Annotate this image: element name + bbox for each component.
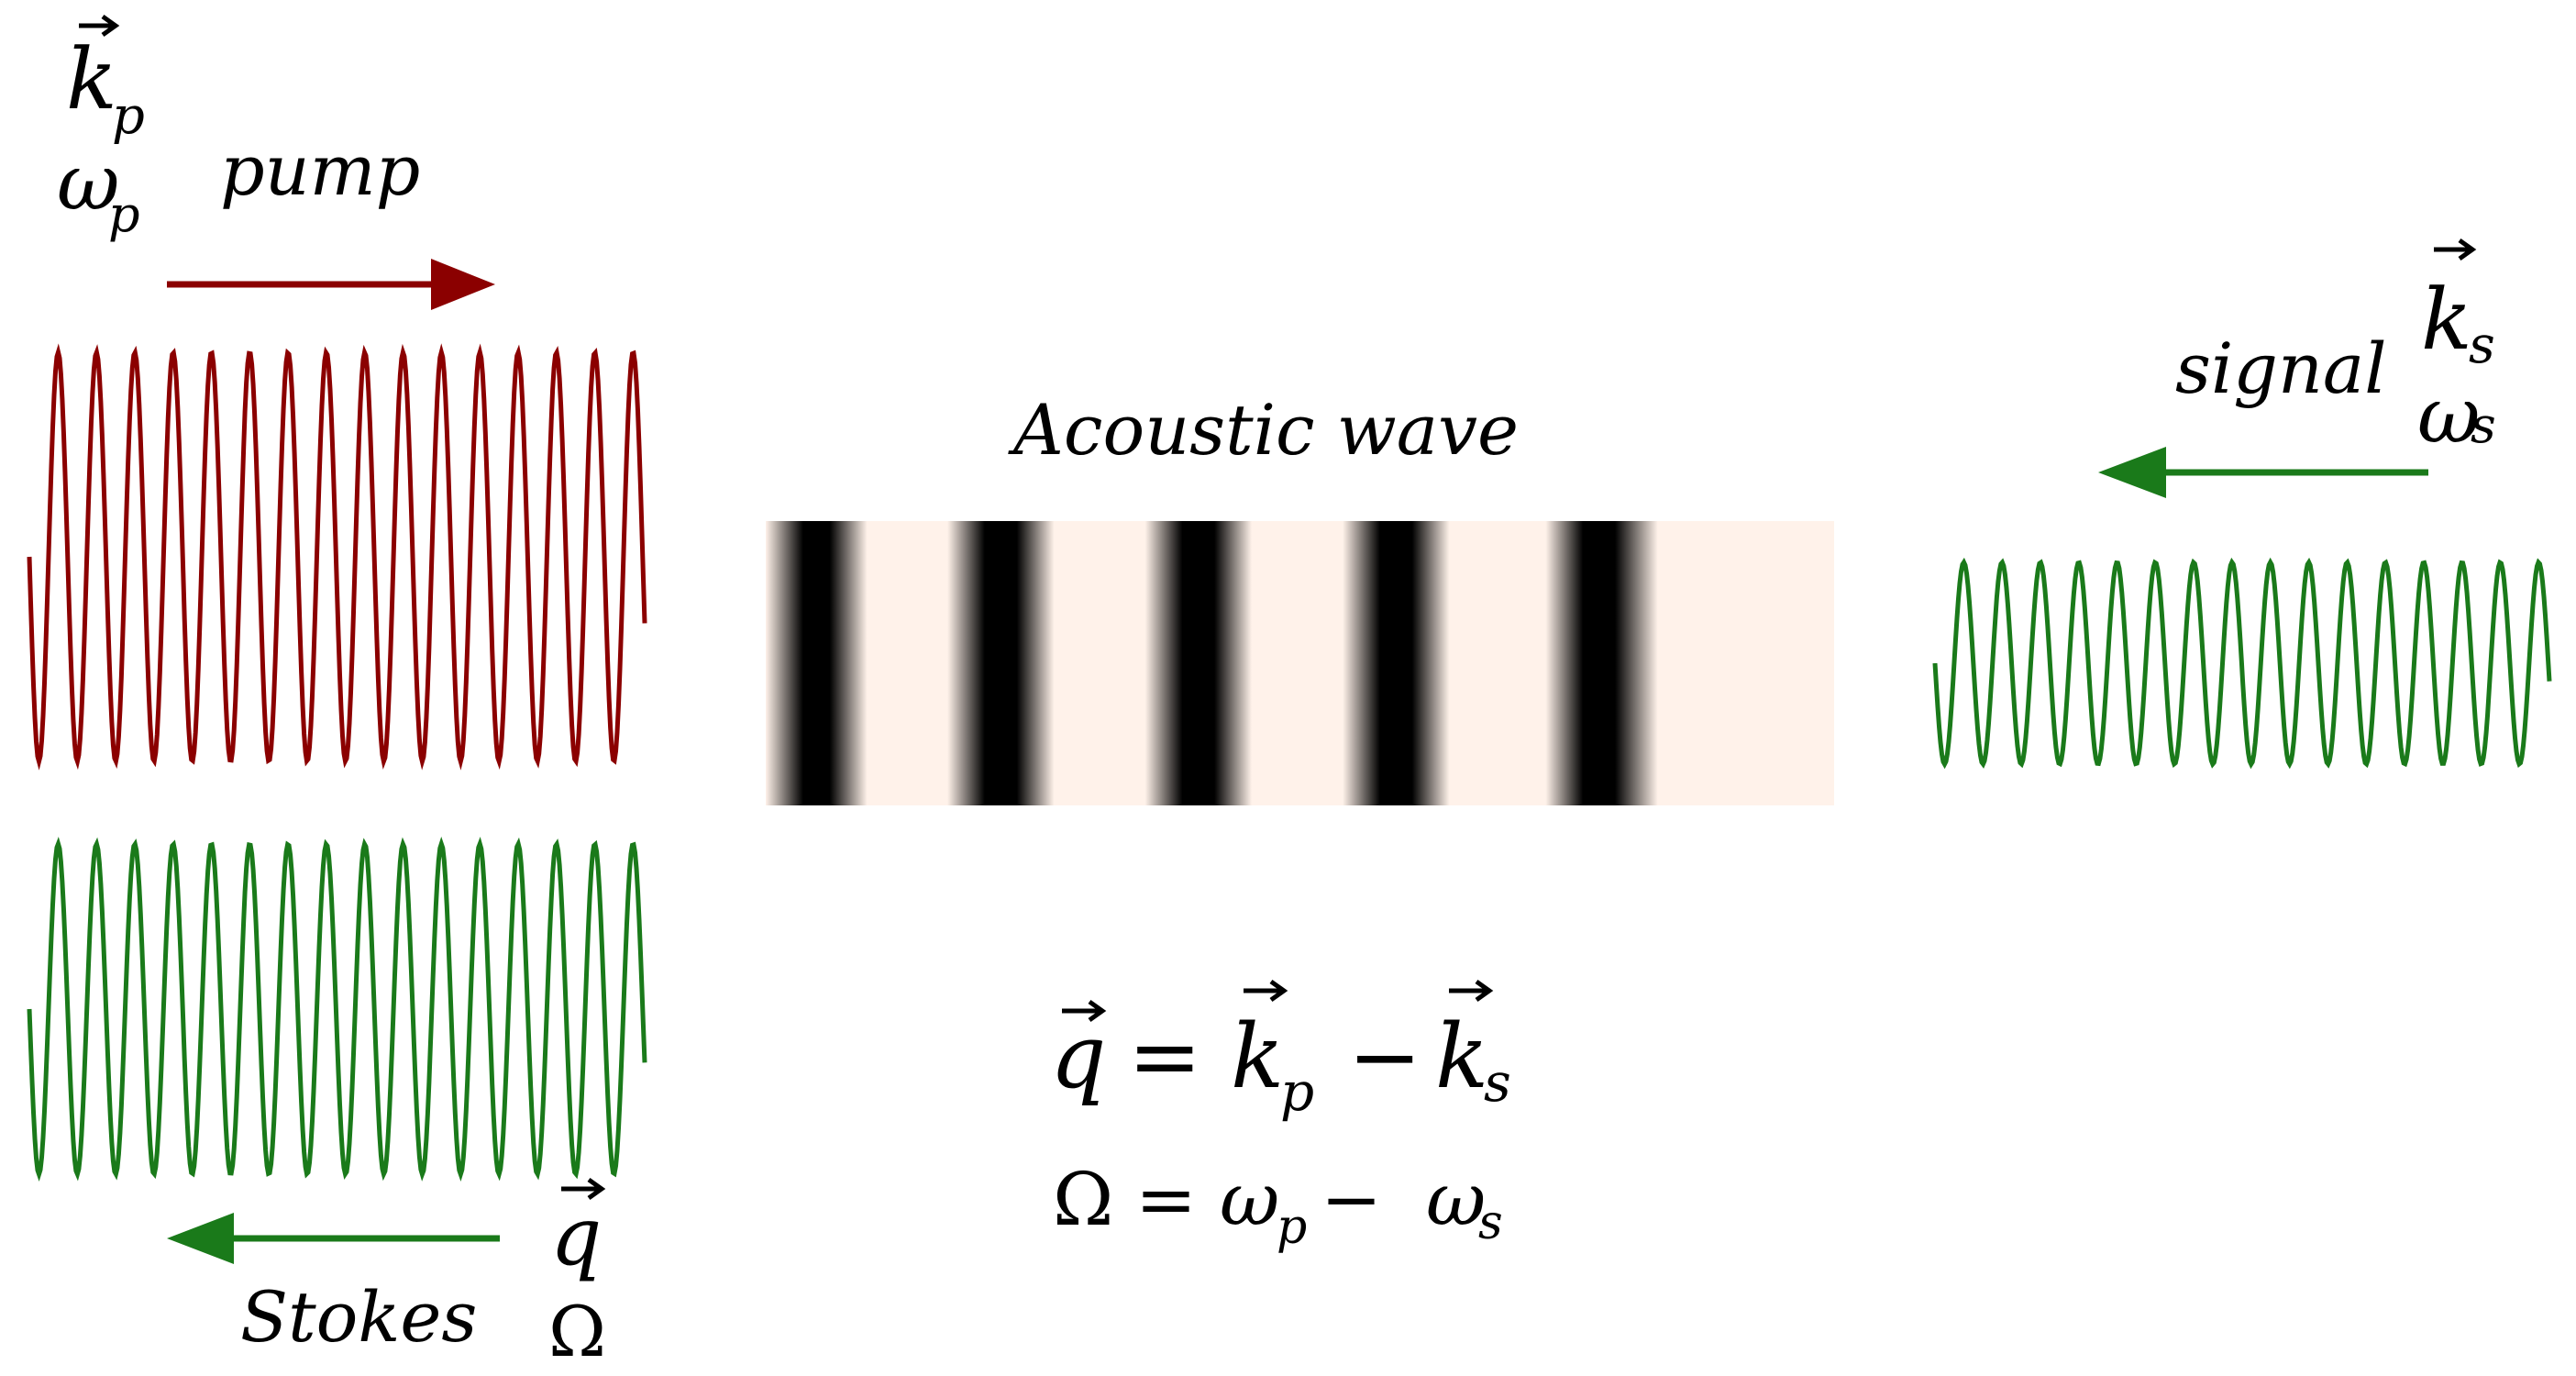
pump-label: pump xyxy=(220,129,420,211)
signal-wavevector-label: k s xyxy=(2421,238,2495,375)
svg-text:k: k xyxy=(2421,271,2472,369)
svg-text:p: p xyxy=(112,86,145,146)
svg-text:q: q xyxy=(1050,1005,1106,1108)
stokes-label: Stokes xyxy=(240,1276,477,1358)
svg-text:s: s xyxy=(1478,1195,1503,1250)
svg-text:−: − xyxy=(1348,1005,1421,1108)
wavevector-equation: q = k p − k s xyxy=(1050,979,1511,1123)
svg-text:Ω: Ω xyxy=(1053,1157,1113,1242)
signal-wave xyxy=(1932,557,2552,770)
svg-text:p: p xyxy=(1277,1200,1307,1255)
acoustic-wave-band xyxy=(766,521,1834,805)
svg-text:=: = xyxy=(1135,1157,1197,1242)
svg-text:−: − xyxy=(1321,1157,1382,1242)
pump-direction-arrow xyxy=(167,259,495,310)
stokes-wavevector-label: q xyxy=(550,1177,606,1283)
svg-text:s: s xyxy=(2471,396,2496,454)
svg-text:s: s xyxy=(2469,316,2495,375)
svg-text:p: p xyxy=(1280,1060,1314,1123)
svg-text:ω: ω xyxy=(1220,1157,1279,1242)
svg-text:ω: ω xyxy=(2417,371,2481,461)
pump-wavevector-label: k p xyxy=(66,14,145,146)
stokes-frequency-label: Ω xyxy=(548,1291,606,1372)
svg-text:k: k xyxy=(66,30,117,128)
pump-wave xyxy=(27,343,647,771)
frequency-equation: Ω = ω p − ω s xyxy=(1053,1157,1503,1255)
svg-text:p: p xyxy=(108,185,140,243)
stokes-direction-arrow xyxy=(167,1213,500,1264)
svg-text:k: k xyxy=(1435,1005,1488,1108)
svg-text:q: q xyxy=(550,1189,602,1283)
svg-text:=: = xyxy=(1128,1005,1201,1108)
stokes-wave xyxy=(27,837,647,1182)
svg-text:ω: ω xyxy=(1426,1157,1486,1242)
signal-frequency-label: ω s xyxy=(2417,371,2496,461)
signal-label: signal xyxy=(2175,327,2387,409)
svg-text:ω: ω xyxy=(57,138,120,227)
acoustic-wave-label: Acoustic wave xyxy=(1008,389,1519,471)
pump-frequency-label: ω p xyxy=(57,138,140,243)
svg-text:k: k xyxy=(1231,1005,1284,1108)
signal-direction-arrow xyxy=(2098,447,2428,498)
svg-text:s: s xyxy=(1484,1051,1511,1114)
